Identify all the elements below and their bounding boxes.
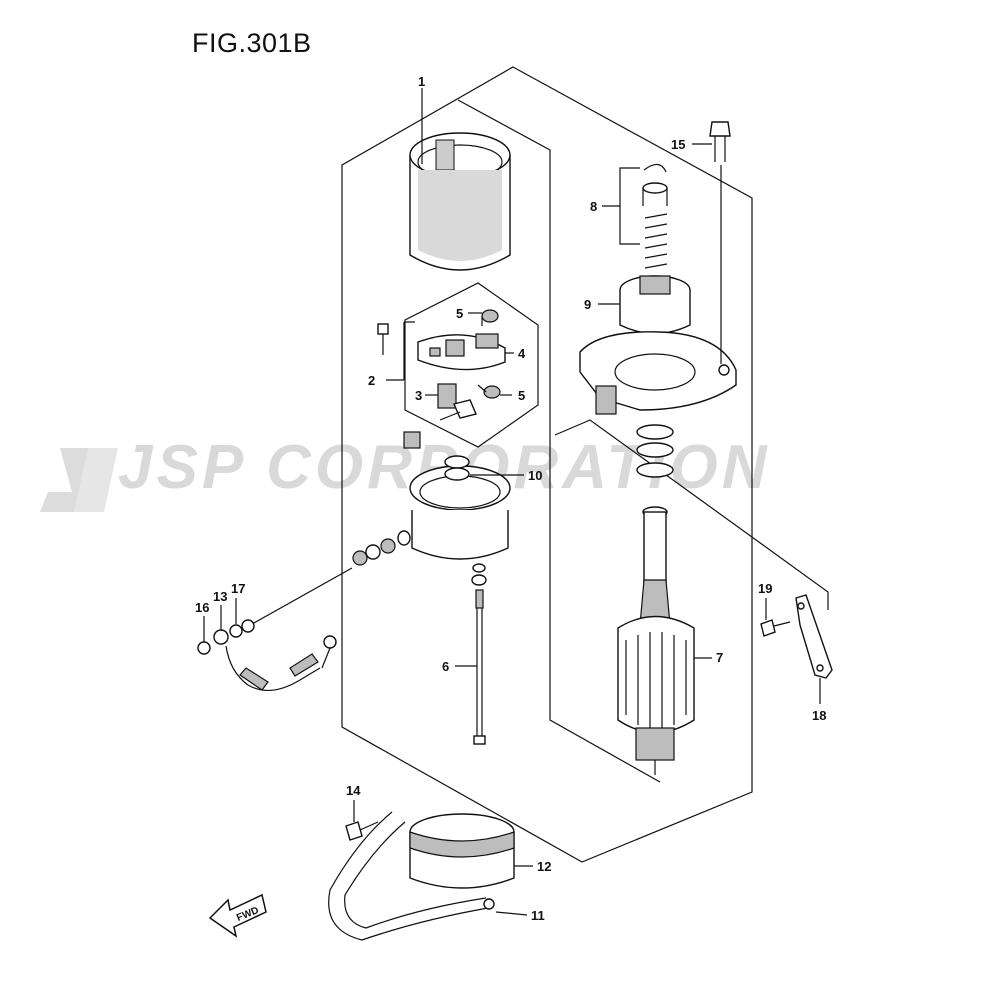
callout-9: 9 <box>584 297 591 312</box>
band-strap <box>328 811 495 941</box>
mounting-bracket <box>795 594 833 679</box>
callout-2: 2 <box>368 373 375 388</box>
front-housing <box>579 331 737 415</box>
callout-7: 7 <box>716 650 723 665</box>
assembly-outline <box>341 66 753 863</box>
callout-16: 16 <box>195 600 209 615</box>
figure-title: FIG.301B <box>192 28 312 58</box>
brush-holder-plate <box>417 333 506 371</box>
callout-10: 10 <box>528 468 542 483</box>
plate-screw <box>377 323 389 355</box>
fwd-direction-arrow: FWD <box>208 893 267 938</box>
watermark-logo-icon <box>40 448 118 512</box>
callout-17: 17 <box>231 581 245 596</box>
housing-o-rings <box>636 424 674 478</box>
callout-5-bottom: 5 <box>518 388 525 403</box>
housing-bolt <box>709 121 731 364</box>
strap-bolt <box>345 821 379 841</box>
leader-lines <box>203 88 821 916</box>
pinion <box>619 275 691 335</box>
brush-holder-outline <box>404 282 539 448</box>
callout-1: 1 <box>418 74 425 89</box>
callout-14: 14 <box>346 783 361 798</box>
callout-19: 19 <box>758 581 772 596</box>
pinion-stopper-spring <box>642 163 668 269</box>
callout-4: 4 <box>518 346 526 361</box>
armature <box>617 506 695 775</box>
bracket-outline <box>554 419 829 610</box>
inner-assembly-outline <box>457 99 661 783</box>
yoke-housing <box>409 132 511 271</box>
callout-3: 3 <box>415 388 422 403</box>
callout-13: 13 <box>213 589 227 604</box>
terminal-nut <box>403 431 421 449</box>
brush-spring-bottom <box>477 384 501 399</box>
callout-labels: 1 2 3 4 5 5 6 7 8 9 10 11 12 13 14 15 16… <box>195 74 826 923</box>
lead-wire <box>197 619 337 691</box>
callout-15: 15 <box>671 137 685 152</box>
bracket-bolt <box>760 619 791 637</box>
brush-spring-top <box>481 309 499 326</box>
callout-8: 8 <box>590 199 597 214</box>
callout-5-top: 5 <box>456 306 463 321</box>
callout-6: 6 <box>442 659 449 674</box>
starter-band <box>409 813 515 889</box>
callout-18: 18 <box>812 708 826 723</box>
terminal-washers <box>244 530 411 629</box>
through-bolt <box>471 563 487 745</box>
callout-11: 11 <box>531 908 545 923</box>
callout-12: 12 <box>537 859 551 874</box>
brush-part <box>437 383 477 421</box>
end-cover <box>409 455 511 560</box>
